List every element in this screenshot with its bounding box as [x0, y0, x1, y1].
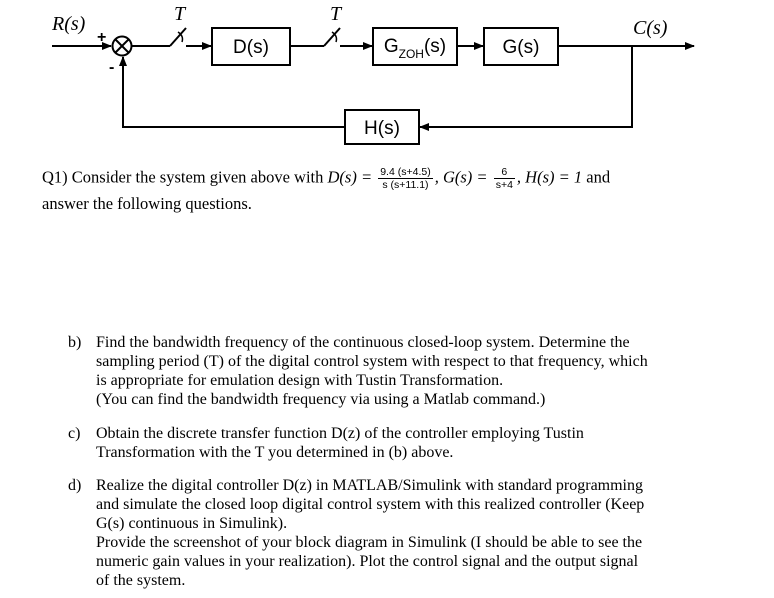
d-fraction: 9.4 (s+4.5)s (s+11.1) — [378, 166, 433, 191]
sampler-label-1: T — [174, 3, 187, 25]
minus-sign: - — [109, 59, 114, 76]
item-letter: d) — [68, 477, 82, 494]
block-h-label: H(s) — [364, 118, 400, 139]
item-line: (You can find the bandwidth frequency vi… — [96, 391, 546, 408]
zoh-block — [372, 27, 458, 66]
plus-sign: + — [97, 29, 106, 46]
d-lhs: D(s) = — [327, 167, 373, 187]
d-numerator: 9.4 (s+4.5) — [378, 166, 433, 179]
q1-line-1: Q1) Consider the system given above with… — [42, 166, 610, 191]
input-label: R(s) — [51, 13, 86, 35]
item-line: Transformation with the T you determined… — [96, 444, 454, 461]
h-expression: , H(s) = 1 — [516, 167, 583, 187]
item-line: numeric gain values in your realization)… — [96, 553, 639, 570]
item-letter: c) — [68, 425, 81, 442]
item-line: G(s) continuous in Simulink). — [96, 515, 288, 532]
block-diagram: R(s) + - T D(s) T GZOH(s) G(s) C(s) H(s) — [51, 3, 695, 145]
feedback-wire — [419, 46, 633, 131]
d-denominator: s (s+11.1) — [382, 179, 429, 191]
q1-line-2: answer the following questions. — [42, 194, 252, 213]
item-body: Obtain the discrete transfer function D(… — [96, 424, 726, 462]
sensor-block — [344, 109, 420, 145]
item-line: and simulate the closed loop digital con… — [96, 496, 645, 513]
item-line: Obtain the discrete transfer function D(… — [96, 425, 584, 442]
sampler-switch-icon — [169, 27, 187, 47]
item-letter: b) — [68, 334, 82, 351]
item-body: Find the bandwidth frequency of the cont… — [96, 333, 726, 409]
item-line: sampling period (T) of the digital contr… — [96, 353, 648, 370]
feedback-return-arrow — [119, 56, 345, 128]
g-lhs: , G(s) = — [434, 167, 488, 187]
sampler-switch-icon — [323, 27, 341, 47]
block-gzoh-label: GZOH(s) — [384, 36, 446, 61]
item-line: Provide the screenshot of your block dia… — [96, 534, 643, 551]
block-d-label: D(s) — [233, 37, 269, 58]
block-g-label: G(s) — [503, 37, 540, 58]
item-line: Find the bandwidth frequency of the cont… — [96, 334, 630, 351]
item-body: Realize the digital controller D(z) in M… — [96, 476, 726, 590]
item-line: Realize the digital controller D(z) in M… — [96, 477, 643, 494]
item-line: of the system. — [96, 572, 186, 589]
g-numerator: 6 — [493, 166, 515, 179]
summing-junction — [111, 35, 133, 57]
controller-block — [211, 27, 291, 66]
q1-prefix: Q1) Consider the system given above with — [42, 167, 328, 187]
plant-block — [483, 27, 559, 66]
g-denominator: s+4 — [495, 179, 513, 191]
q1-and: and — [582, 167, 611, 187]
output-label: C(s) — [633, 17, 668, 39]
item-line: is appropriate for emulation design with… — [96, 372, 504, 389]
sampler-label-2: T — [330, 3, 343, 25]
